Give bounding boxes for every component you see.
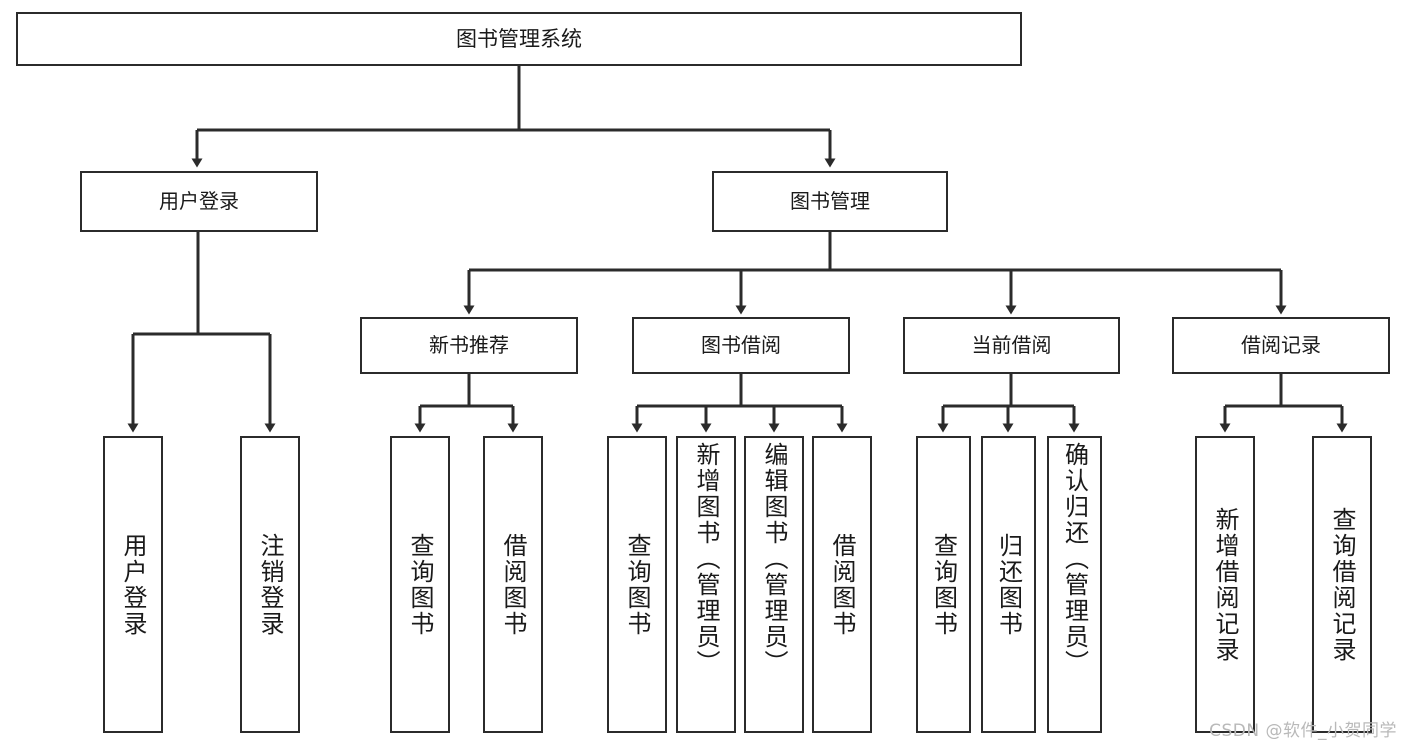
- node-label: 查询借阅记录: [1328, 506, 1356, 663]
- node-book-borrow[interactable]: 图书借阅: [632, 317, 850, 374]
- node-label: 新增图书（管理员）: [692, 442, 720, 676]
- node-book-management[interactable]: 图书管理: [712, 171, 948, 232]
- node-leaf-borrow-book[interactable]: 借阅图书: [812, 436, 872, 733]
- node-label: 当前借阅: [971, 332, 1052, 357]
- node-leaf-confirm-return-admin[interactable]: 确认归还（管理员）: [1047, 436, 1102, 733]
- node-label: 查询图书: [406, 532, 434, 637]
- node-leaf-current-query-book[interactable]: 查询图书: [916, 436, 971, 733]
- node-label: 查询图书: [929, 532, 958, 637]
- watermark: CSDN @软件_小贺同学: [1209, 721, 1397, 741]
- node-label: 编辑图书（管理员）: [760, 442, 788, 676]
- node-label: 新书推荐: [429, 332, 509, 357]
- node-label: 图书管理系统: [456, 26, 582, 51]
- node-label: 图书管理: [790, 188, 870, 213]
- node-leaf-add-book-admin[interactable]: 新增图书（管理员）: [676, 436, 736, 733]
- node-label: 图书借阅: [701, 332, 781, 357]
- node-leaf-new-book-borrow[interactable]: 借阅图书: [483, 436, 543, 733]
- node-root-system[interactable]: 图书管理系统: [16, 12, 1022, 66]
- node-leaf-user-login[interactable]: 用户登录: [103, 436, 163, 733]
- node-leaf-query-borrow-record[interactable]: 查询借阅记录: [1312, 436, 1372, 733]
- node-label: 归还图书: [994, 532, 1023, 637]
- node-leaf-add-borrow-record[interactable]: 新增借阅记录: [1195, 436, 1255, 733]
- node-leaf-return-book[interactable]: 归还图书: [981, 436, 1036, 733]
- node-label: 借阅图书: [499, 532, 527, 637]
- node-new-book-recommend[interactable]: 新书推荐: [360, 317, 578, 374]
- node-user-login[interactable]: 用户登录: [80, 171, 318, 232]
- node-label: 借阅记录: [1241, 332, 1321, 357]
- node-leaf-logout[interactable]: 注销登录: [240, 436, 300, 733]
- node-label: 新增借阅记录: [1211, 506, 1239, 663]
- node-label: 借阅图书: [828, 532, 856, 637]
- node-leaf-borrow-query-book[interactable]: 查询图书: [607, 436, 667, 733]
- node-label: 用户登录: [159, 188, 239, 213]
- node-leaf-new-book-query[interactable]: 查询图书: [390, 436, 450, 733]
- node-label: 查询图书: [623, 532, 651, 637]
- node-label: 注销登录: [256, 532, 284, 637]
- node-borrow-record[interactable]: 借阅记录: [1172, 317, 1390, 374]
- node-label: 确认归还（管理员）: [1060, 442, 1089, 676]
- node-leaf-edit-book-admin[interactable]: 编辑图书（管理员）: [744, 436, 804, 733]
- node-current-borrow[interactable]: 当前借阅: [903, 317, 1120, 374]
- node-label: 用户登录: [119, 532, 147, 637]
